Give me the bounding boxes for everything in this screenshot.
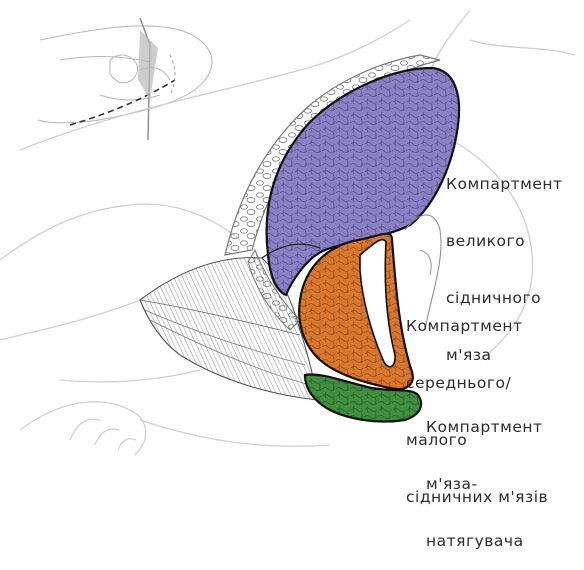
label-line: великого [446,232,563,251]
inset-thumbnail [38,18,212,140]
label-line: натягувача [426,532,543,551]
label-line: Компартмент [446,175,563,194]
label-line: Компартмент [406,317,548,336]
label-line: Компартмент [426,418,543,437]
label-tensor-fasciae-latae-compartment: Компартмент м'яза- натягувача [426,380,543,570]
label-line: м'яза- [426,475,543,494]
